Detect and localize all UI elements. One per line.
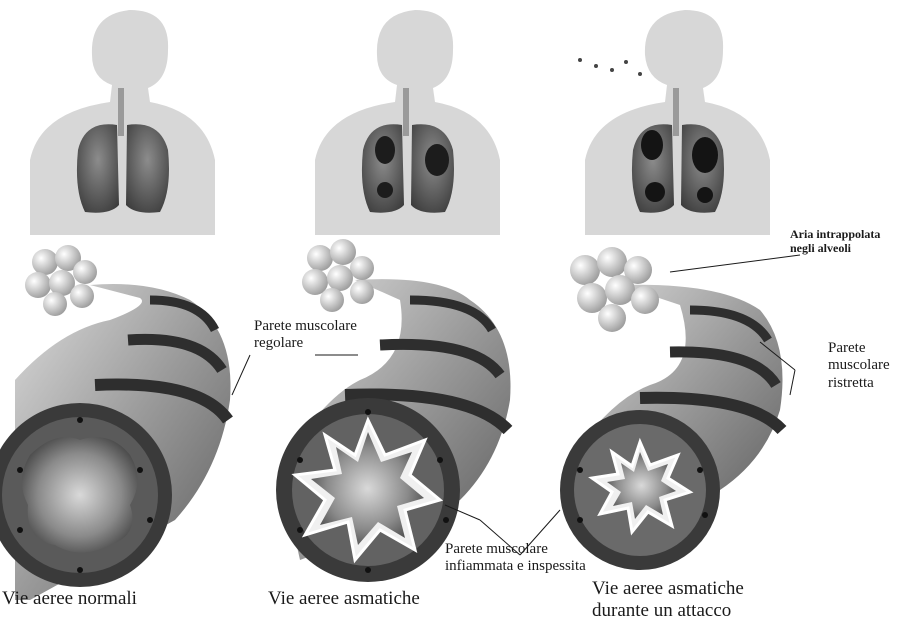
caption-attack: Vie aeree asmatiche durante un attacco bbox=[592, 578, 744, 622]
label-aria-intrappolata: Aria intrappolata negli alveoli bbox=[790, 228, 880, 256]
alveoli-normal bbox=[25, 245, 97, 316]
caption-asthmatic: Vie aeree asmatiche bbox=[268, 588, 420, 610]
panel-attack bbox=[560, 10, 783, 570]
label-parete-ristretta-line2: muscolare bbox=[828, 357, 890, 374]
label-aria-intrappolata-line2: negli alveoli bbox=[790, 242, 880, 256]
label-parete-ristretta: Parete muscolare ristretta bbox=[828, 340, 890, 392]
alveoli-asthmatic bbox=[302, 239, 374, 312]
label-parete-infiammata-line2: infiammata e inspessita bbox=[445, 558, 586, 575]
caption-attack-line1: Vie aeree asmatiche bbox=[592, 578, 744, 600]
label-parete-regolare: Parete muscolare regolare bbox=[254, 318, 357, 353]
alveoli-attack bbox=[570, 247, 659, 332]
label-parete-infiammata-line1: Parete muscolare bbox=[445, 541, 586, 558]
panel-asthmatic bbox=[276, 10, 511, 582]
label-aria-intrappolata-line1: Aria intrappolata bbox=[790, 228, 880, 242]
exhaled-breath-dots bbox=[578, 58, 642, 76]
panel-normal bbox=[0, 10, 231, 600]
label-parete-infiammata: Parete muscolare infiammata e inspessita bbox=[445, 541, 586, 576]
label-parete-regolare-line1: Parete muscolare bbox=[254, 318, 357, 335]
label-parete-ristretta-line1: Parete bbox=[828, 340, 890, 357]
label-parete-regolare-line2: regolare bbox=[254, 335, 357, 352]
caption-normal: Vie aeree normali bbox=[2, 588, 137, 610]
caption-attack-line2: durante un attacco bbox=[592, 600, 744, 622]
airway-cross-section-asthmatic bbox=[276, 398, 460, 582]
label-parete-ristretta-line3: ristretta bbox=[828, 375, 890, 392]
